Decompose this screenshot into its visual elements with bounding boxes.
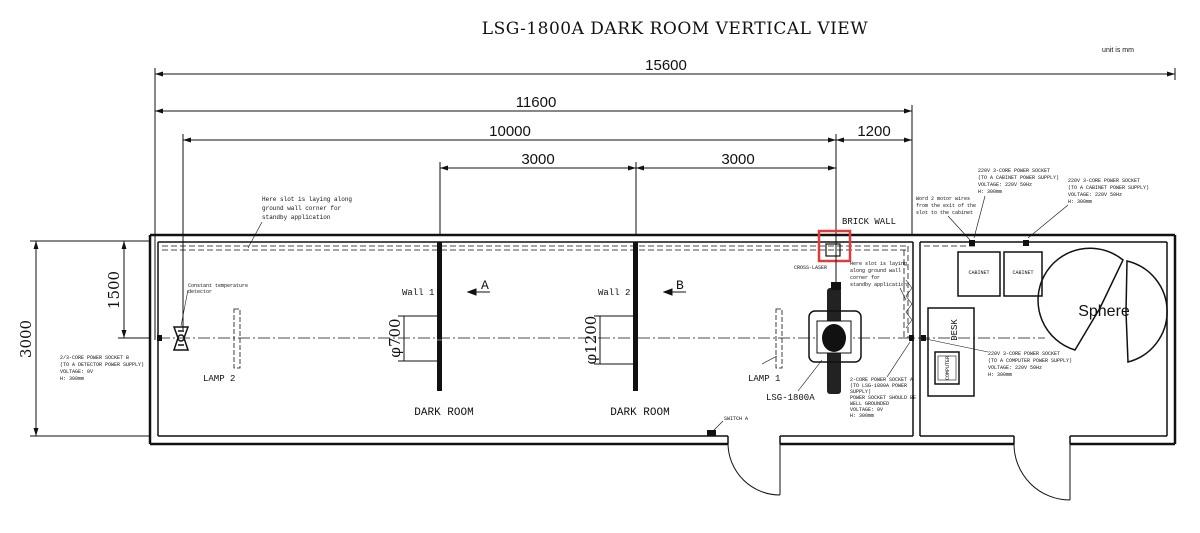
motor-wires-leader [947, 215, 971, 241]
dim-phi1200: φ1200 [582, 316, 600, 365]
wall-2-label: Wall 2 [598, 288, 630, 298]
unit-note: unit is mm [1102, 47, 1134, 54]
detector-leader [180, 289, 189, 327]
slot-note-2-leader [899, 287, 907, 301]
cabinet-socket-2-symbol [1023, 240, 1029, 246]
sphere-label: Sphere [1078, 303, 1130, 320]
socket-b-note: 2/3-CORE POWER SOCKET B (TO A DETECTOR P… [60, 355, 147, 382]
computer-label: COMPUTER [945, 356, 951, 380]
computer-socket-symbol [921, 335, 926, 341]
slot-note: Here slot is laying along ground wall co… [262, 196, 356, 221]
dim-10000: 10000 [489, 123, 531, 140]
cabinet-2-label: CABINET [1012, 270, 1033, 276]
slot-note-2: Here slot is laying along ground wall co… [850, 261, 910, 288]
goniometer-symbol [808, 242, 862, 394]
cabinet-1 [957, 251, 1001, 297]
dim-1500: 1500 [105, 271, 123, 309]
detector-symbol [172, 326, 190, 351]
marker-a: A [481, 278, 489, 293]
desk-label: DESK [950, 319, 960, 341]
marker-b: B [676, 278, 684, 293]
switch-a-label: SWITCH A [724, 416, 748, 422]
integrating-sphere [1037, 247, 1168, 363]
cabinet-socket-1-leader [973, 195, 986, 239]
brick-wall-highlight [817, 229, 852, 263]
lamp-2-symbol [233, 308, 241, 369]
brick-wall-label: BRICK WALL [842, 217, 896, 227]
wall-1-label: Wall 1 [402, 288, 434, 298]
dim-3000-a: 3000 [521, 151, 554, 168]
cross-laser-label: CROSS-LASER [794, 265, 827, 271]
computer-socket-leader [925, 338, 989, 353]
marker-a-arrow [466, 288, 490, 296]
computer [934, 351, 960, 385]
lamp-1-leader [761, 355, 778, 365]
const-temp-note: Constant temperature detector [188, 283, 251, 295]
switch-a-symbol [707, 430, 716, 436]
socket-a-leader [886, 341, 911, 378]
cabinet-socket-1-note: 220V 3-CORE POWER SOCKET (TO A CABINET P… [978, 168, 1062, 195]
marker-b-arrow [662, 288, 686, 296]
drawing-title: LSG-1800A DARK ROOM VERTICAL VIEW [482, 19, 868, 39]
socket-a-note: 2-CORE POWER SOCKET A (TO LSG-1800A POWE… [850, 377, 919, 419]
dim-height-3000: 3000 [17, 320, 35, 358]
computer-socket-note: 220V 3-CORE POWER SOCKET (TO A COMPUTER … [988, 351, 1075, 378]
inner-walls [157, 241, 1168, 444]
cabinet-socket-1-symbol [969, 240, 975, 246]
cabinet-1-label: CABINET [968, 270, 989, 276]
outer-walls [148, 233, 1177, 446]
dark-room-1-label: DARK ROOM [414, 407, 473, 419]
door-control-room [1013, 443, 1071, 501]
dim-15600: 15600 [645, 57, 687, 74]
cable-slot [162, 245, 975, 338]
goniometer-leader [797, 359, 823, 392]
brick-wall-symbol [825, 243, 841, 257]
socket-b-symbol [157, 335, 162, 341]
cabinet-socket-2-note: 220V 3-CORE POWER SOCKET (TO A CABINET P… [1068, 178, 1152, 205]
cabinet-2 [1003, 251, 1043, 297]
lamp-1-symbol [775, 308, 783, 369]
lamp-2-label: LAMP 2 [203, 374, 235, 384]
cabinet-socket-2-leader [1027, 204, 1069, 239]
switch-a-leader [713, 420, 724, 431]
slot-note-leader [247, 221, 263, 249]
baffle-wall-2 [633, 242, 638, 391]
dim-3000-b: 3000 [721, 151, 754, 168]
slot-exit-hatch [905, 279, 913, 329]
dimension-arrowheads [33, 71, 1175, 436]
socket-a-symbol [909, 335, 914, 341]
motor-wires-note: Word 2 motor wires from the exit of the … [916, 196, 979, 216]
dim-1200: 1200 [857, 123, 890, 140]
dark-room-2-label: DARK ROOM [610, 407, 669, 419]
lamp-1-label: LAMP 1 [748, 374, 780, 384]
computer-screen [937, 355, 957, 381]
dim-11600: 11600 [516, 94, 557, 111]
baffle-wall-1 [437, 242, 442, 391]
desk [927, 307, 975, 397]
door-dark-room [727, 443, 781, 496]
goniometer-label: LSG-1800A [766, 393, 815, 403]
